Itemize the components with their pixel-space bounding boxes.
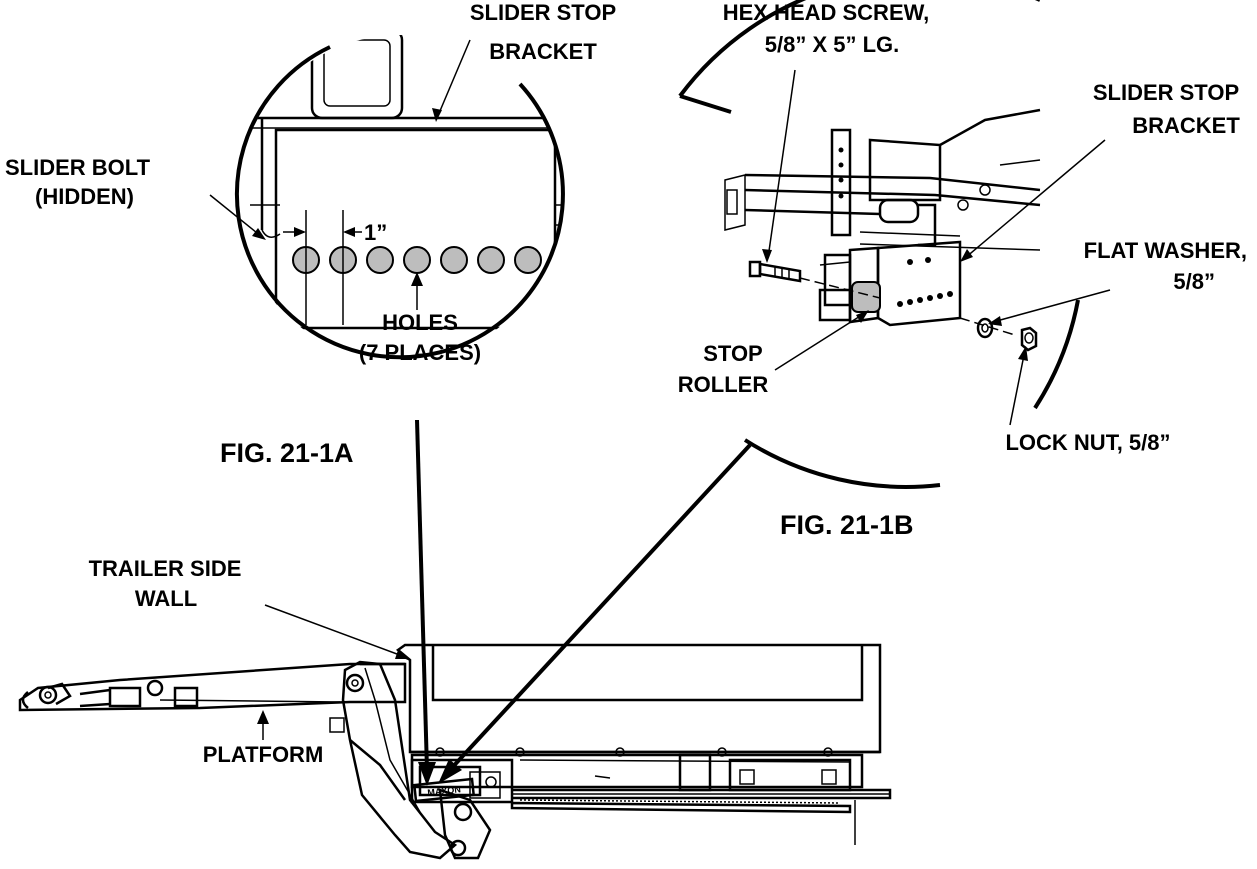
label-slider-stop-bracket-a: SLIDER STOP [470, 0, 616, 25]
leader-lines [209, 39, 1111, 786]
lock-nut [1020, 326, 1038, 352]
label-slider-stop-bracket-b: SLIDER STOP [1093, 80, 1239, 105]
label-hex-head-screw: HEX HEAD SCREW, [723, 0, 930, 25]
platform [18, 662, 407, 733]
slider-stop-bracket-plate [274, 128, 557, 330]
label-flat-washer: FLAT WASHER, [1084, 238, 1247, 263]
label-dimension: 1” [364, 220, 387, 245]
label-platform: PLATFORM [203, 742, 324, 767]
labels: SLIDER STOP BRACKET SLIDER BOLT (HIDDEN)… [5, 0, 1247, 798]
label-slider-stop-bracket-a: BRACKET [489, 39, 597, 64]
label-trailer-side-wall: TRAILER SIDE [89, 556, 242, 581]
slider-stop-bracket-b [818, 240, 962, 327]
detail-b-outline [678, 0, 1040, 98]
hex-head-screw [748, 260, 802, 283]
label-trailer-side-wall: WALL [135, 586, 197, 611]
detail-b-group [678, 0, 1080, 489]
label-slider-bolt: (HIDDEN) [35, 184, 134, 209]
label-holes: HOLES [382, 310, 458, 335]
detail-a-outline [234, 45, 565, 360]
figure-label-b: FIG. 21-1B [780, 510, 914, 540]
trailer-side-wall [395, 643, 882, 754]
label-holes: (7 PLACES) [359, 340, 481, 365]
flat-washer [976, 317, 994, 339]
hinge-arm [341, 660, 492, 860]
label-slider-bolt: SLIDER BOLT [5, 155, 151, 180]
detail-a-group [234, 35, 565, 360]
label-stop-roller: ROLLER [678, 372, 769, 397]
slider-frame [410, 747, 892, 845]
detail-a-contents [250, 35, 563, 330]
label-stop-roller: STOP [703, 341, 763, 366]
label-flat-washer: 5/8” [1173, 269, 1215, 294]
detail-b-frame [724, 108, 1041, 251]
label-hex-head-screw: 5/8” X 5” LG. [765, 32, 900, 57]
main-assembly [18, 643, 892, 860]
bracket-holes-visible [292, 246, 542, 274]
dimension-1in [283, 210, 362, 325]
figure-label-a: FIG. 21-1A [220, 438, 354, 468]
label-lock-nut: LOCK NUT, 5/8” [1005, 430, 1170, 455]
brand-plate-text: MAXON [427, 784, 461, 797]
label-slider-stop-bracket-b: BRACKET [1132, 113, 1240, 138]
